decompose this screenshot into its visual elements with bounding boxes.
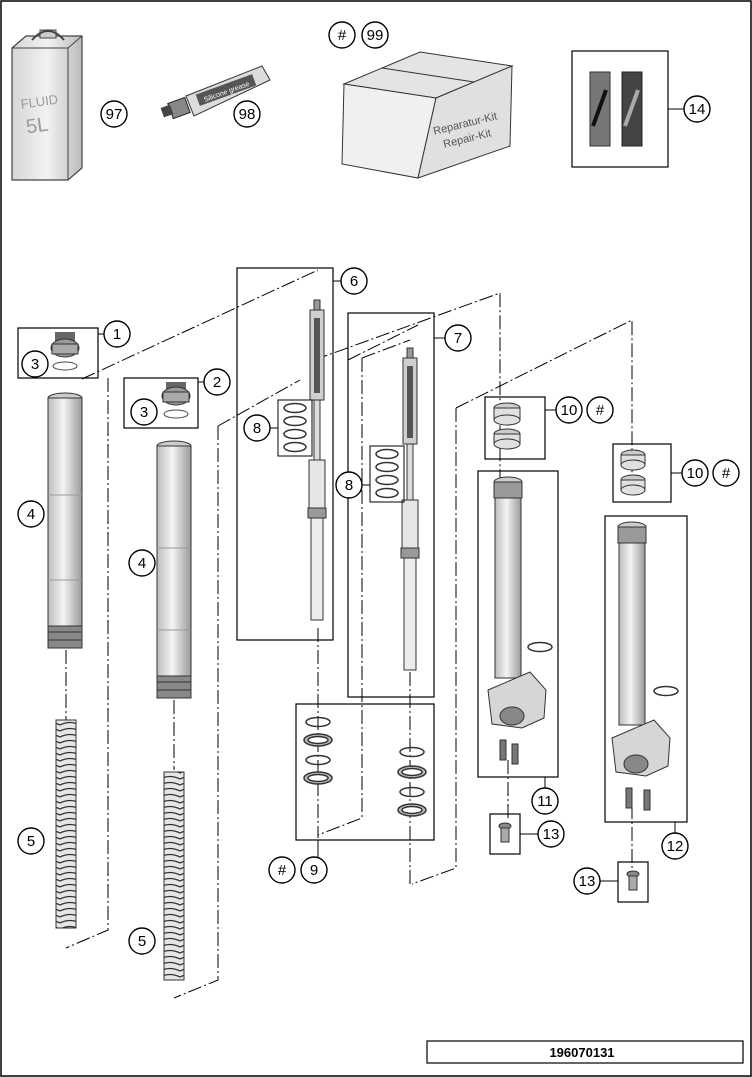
- bolt-frame-13b: [617, 861, 649, 903]
- cap-frame-2: [123, 377, 199, 429]
- bolt-13b: [626, 870, 640, 891]
- callout-hash-10b: #: [722, 465, 731, 482]
- outer-tube-2: [156, 440, 192, 699]
- callout-99: 99: [367, 27, 384, 44]
- bushings-10b: [620, 449, 646, 496]
- callout-9: 9: [310, 862, 318, 879]
- callout-circle-2: [203, 368, 231, 396]
- fork-cap-1: [50, 332, 80, 371]
- callout-circle-hash-10b: [712, 459, 740, 487]
- callout-2: 2: [213, 374, 221, 391]
- callout-98: 98: [239, 106, 256, 123]
- callout-circle-5b: [128, 927, 156, 955]
- fork-cap-2: [161, 382, 191, 419]
- callout-11: 11: [537, 793, 553, 810]
- seal-rings-8a: [283, 402, 307, 453]
- callout-circle-11: [531, 787, 559, 815]
- callout-8a: 8: [253, 420, 261, 437]
- callout-circle-98: [233, 100, 261, 128]
- callout-circle-5a: [17, 827, 45, 855]
- seal-kit-frame-9: [295, 703, 435, 841]
- bolt-13a: [498, 822, 512, 843]
- repair-kit-box: Reparatur-Kit Repair-Kit: [341, 51, 514, 179]
- callout-circle-97: [100, 100, 128, 128]
- cartridge-frame-7: [347, 312, 435, 698]
- fluid-can: FLUID 5L: [11, 29, 83, 181]
- callout-circle-9: [300, 856, 328, 884]
- cartridge-6: [307, 299, 327, 621]
- callout-4b: 4: [138, 555, 146, 572]
- callout-circle-hash-9: [268, 856, 296, 884]
- fork-leg-12: [611, 521, 679, 811]
- callout-13b: 13: [579, 873, 596, 890]
- callout-circle-4a: [17, 500, 45, 528]
- cartridge-7: [400, 347, 420, 671]
- cap-frame-1: [17, 327, 99, 379]
- assembly-lines: [65, 269, 633, 999]
- can-label-line2: 5L: [25, 114, 50, 139]
- callout-circle-1: [103, 320, 131, 348]
- grease-tube: Silicone grease: [160, 65, 271, 120]
- spring-2: [163, 771, 185, 981]
- callout-6: 6: [350, 273, 358, 290]
- callout-10a: 10: [561, 402, 578, 419]
- callout-circle-12: [661, 832, 689, 860]
- callout-1: 1: [113, 326, 121, 343]
- callout-hash-9: #: [278, 862, 287, 879]
- callout-4a: 4: [27, 506, 35, 523]
- callout-circle-3a: [21, 350, 49, 378]
- callout-8b: 8: [345, 477, 353, 494]
- callout-circle-10a: [555, 396, 583, 424]
- callout-circle-8a: [243, 414, 271, 442]
- callout-hash-10a: #: [596, 402, 605, 419]
- callout-circle-hash-99: [328, 21, 356, 49]
- callout-3b: 3: [140, 404, 148, 421]
- fork-leg-11: [487, 476, 553, 765]
- cartridge-frame-6: [236, 267, 334, 641]
- callout-circle-13b: [573, 867, 601, 895]
- callout-5a: 5: [27, 833, 35, 850]
- decal-stickers: [589, 71, 643, 147]
- callout-13a: 13: [543, 826, 560, 843]
- callout-10b: 10: [687, 465, 704, 482]
- callout-7: 7: [454, 330, 462, 347]
- callout-circle-99: [361, 21, 389, 49]
- callout-14: 14: [689, 101, 706, 118]
- callout-hash-99: #: [338, 27, 347, 44]
- fork-leg-frame-12: [604, 515, 688, 823]
- can-label-line1: FLUID: [20, 92, 59, 112]
- seal-frame-8a: [277, 399, 313, 457]
- spring-1: [55, 719, 77, 929]
- bushings-10a: [493, 402, 521, 450]
- callout-circle-13a: [537, 820, 565, 848]
- callout-circle-10b: [681, 459, 709, 487]
- seal-kit-9: [303, 716, 427, 817]
- callout-circle-7: [444, 324, 472, 352]
- callout-circle-4b: [128, 549, 156, 577]
- callout-3a: 3: [31, 356, 39, 373]
- seal-rings-8b: [375, 448, 399, 499]
- drawing-number-box: [426, 1040, 744, 1064]
- decal-frame: [571, 50, 669, 168]
- callout-12: 12: [667, 838, 684, 855]
- fork-leg-frame-11: [477, 470, 559, 778]
- callout-circle-8b: [335, 471, 363, 499]
- seal-frame-8b: [369, 445, 405, 503]
- outer-tube-1: [47, 392, 83, 649]
- callout-circle-3b: [130, 398, 158, 426]
- callout-circle-hash-10a: [586, 396, 614, 424]
- drawing-number: 196070131: [549, 1045, 614, 1060]
- callout-circle-14: [683, 95, 711, 123]
- callout-circle-6: [340, 267, 368, 295]
- bushing-frame-10a: [484, 396, 546, 460]
- callout-97: 97: [106, 106, 123, 123]
- callout-5b: 5: [138, 933, 146, 950]
